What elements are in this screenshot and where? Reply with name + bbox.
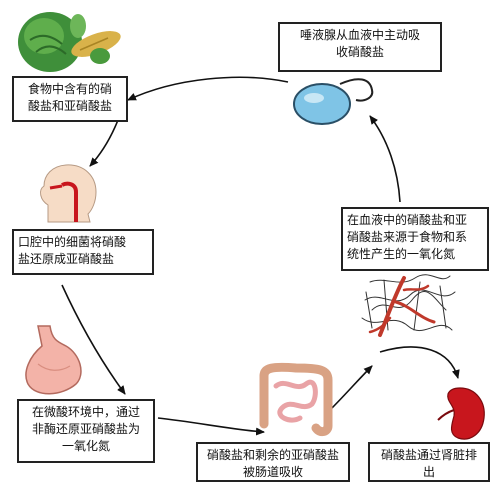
arrow-to-kidney xyxy=(379,346,460,379)
arrow-gland-to-food xyxy=(127,76,289,101)
kidney-icon xyxy=(437,387,485,440)
arrow-food-to-mouth xyxy=(89,119,119,167)
box-blood-nitrate: 在血液中的硝酸盐和亚 硝酸盐来源于食物和系 统性产生的一氧化氮 xyxy=(341,207,489,271)
box-renal-excretion-text: 硝酸盐通过肾脏排 出 xyxy=(380,448,477,479)
box-oral-bacteria-text: 口腔中的细菌将硝酸 盐还原成亚硝酸盐 xyxy=(18,235,127,266)
box-stomach-reduction-text: 在微酸环境中，通过 非酶还原亚硝酸盐为 一氧化氮 xyxy=(31,405,140,453)
box-blood-nitrate-text: 在血液中的硝酸盐和亚 硝酸盐来源于食物和系 统性产生的一氧化氮 xyxy=(347,213,468,261)
box-salivary-gland-text: 唾液腺从血液中主动吸 收硝酸盐 xyxy=(299,28,420,59)
box-intestinal-absorption: 硝酸盐和剩余的亚硝酸盐 被肠道吸收 xyxy=(196,442,350,482)
intestine-icon xyxy=(259,362,333,437)
stomach-icon xyxy=(25,325,82,395)
salivary-gland-icon xyxy=(293,78,374,125)
arrow-intestine-to-blood xyxy=(329,365,373,411)
box-stomach-reduction: 在微酸环境中，通过 非酶还原亚硝酸盐为 一氧化氮 xyxy=(17,399,155,463)
box-food-sources: 食物中含有的硝 酸盐和亚硝酸盐 xyxy=(12,76,128,122)
arrow-blood-to-gland xyxy=(369,115,401,203)
arrow-mouth-to-stomach xyxy=(61,284,126,395)
box-food-sources-text: 食物中含有的硝 酸盐和亚硝酸盐 xyxy=(27,82,112,113)
blood-vessels-icon xyxy=(361,274,456,337)
box-renal-excretion: 硝酸盐通过肾脏排 出 xyxy=(368,442,490,482)
arrow-stomach-to-intestine xyxy=(157,417,265,436)
head-profile-icon xyxy=(40,164,97,223)
vegetables-icon xyxy=(18,12,121,72)
box-oral-bacteria: 口腔中的细菌将硝酸 盐还原成亚硝酸盐 xyxy=(12,229,154,275)
box-salivary-gland: 唾液腺从血液中主动吸 收硝酸盐 xyxy=(278,22,442,72)
box-intestinal-absorption-text: 硝酸盐和剩余的亚硝酸盐 被肠道吸收 xyxy=(206,448,339,479)
